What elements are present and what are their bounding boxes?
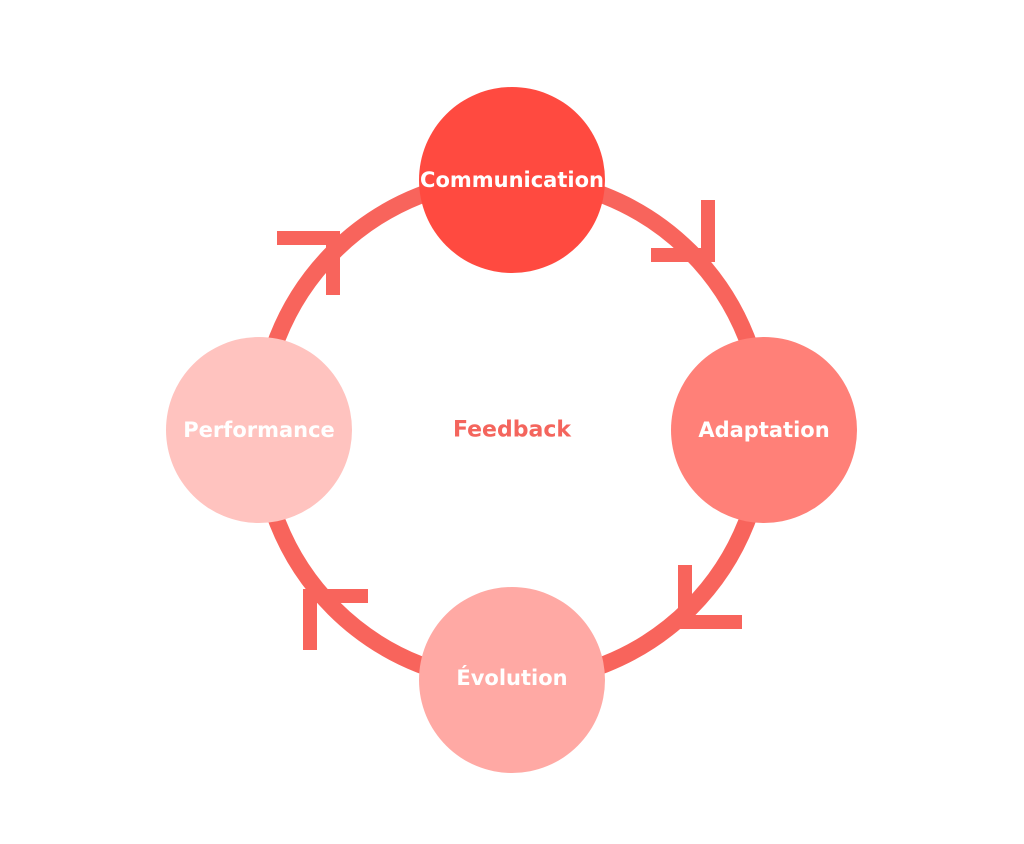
arrow-adaptation-to-evolution-icon: [678, 565, 742, 629]
arrow-communication-to-adaptation-icon: [651, 200, 715, 262]
arrow-performance-to-communication-icon: [277, 231, 340, 295]
node-communication-label: Communication: [420, 168, 604, 192]
center-node: [419, 337, 605, 523]
node-evolution-label: Évolution: [456, 665, 567, 690]
node-communication-circle: [419, 87, 605, 273]
node-evolution: Évolution: [419, 587, 605, 773]
node-evolution-circle: [419, 587, 605, 773]
node-adaptation-circle: [671, 337, 857, 523]
node-performance-circle: [166, 337, 352, 523]
center-label: Feedback: [453, 418, 572, 443]
node-adaptation-label: Adaptation: [698, 418, 829, 442]
node-communication: Communication: [419, 87, 605, 273]
node-performance-label: Performance: [183, 418, 335, 442]
arrow-evolution-to-performance-icon: [303, 589, 368, 650]
node-adaptation: Adaptation: [671, 337, 857, 523]
node-performance: Performance: [166, 337, 352, 523]
